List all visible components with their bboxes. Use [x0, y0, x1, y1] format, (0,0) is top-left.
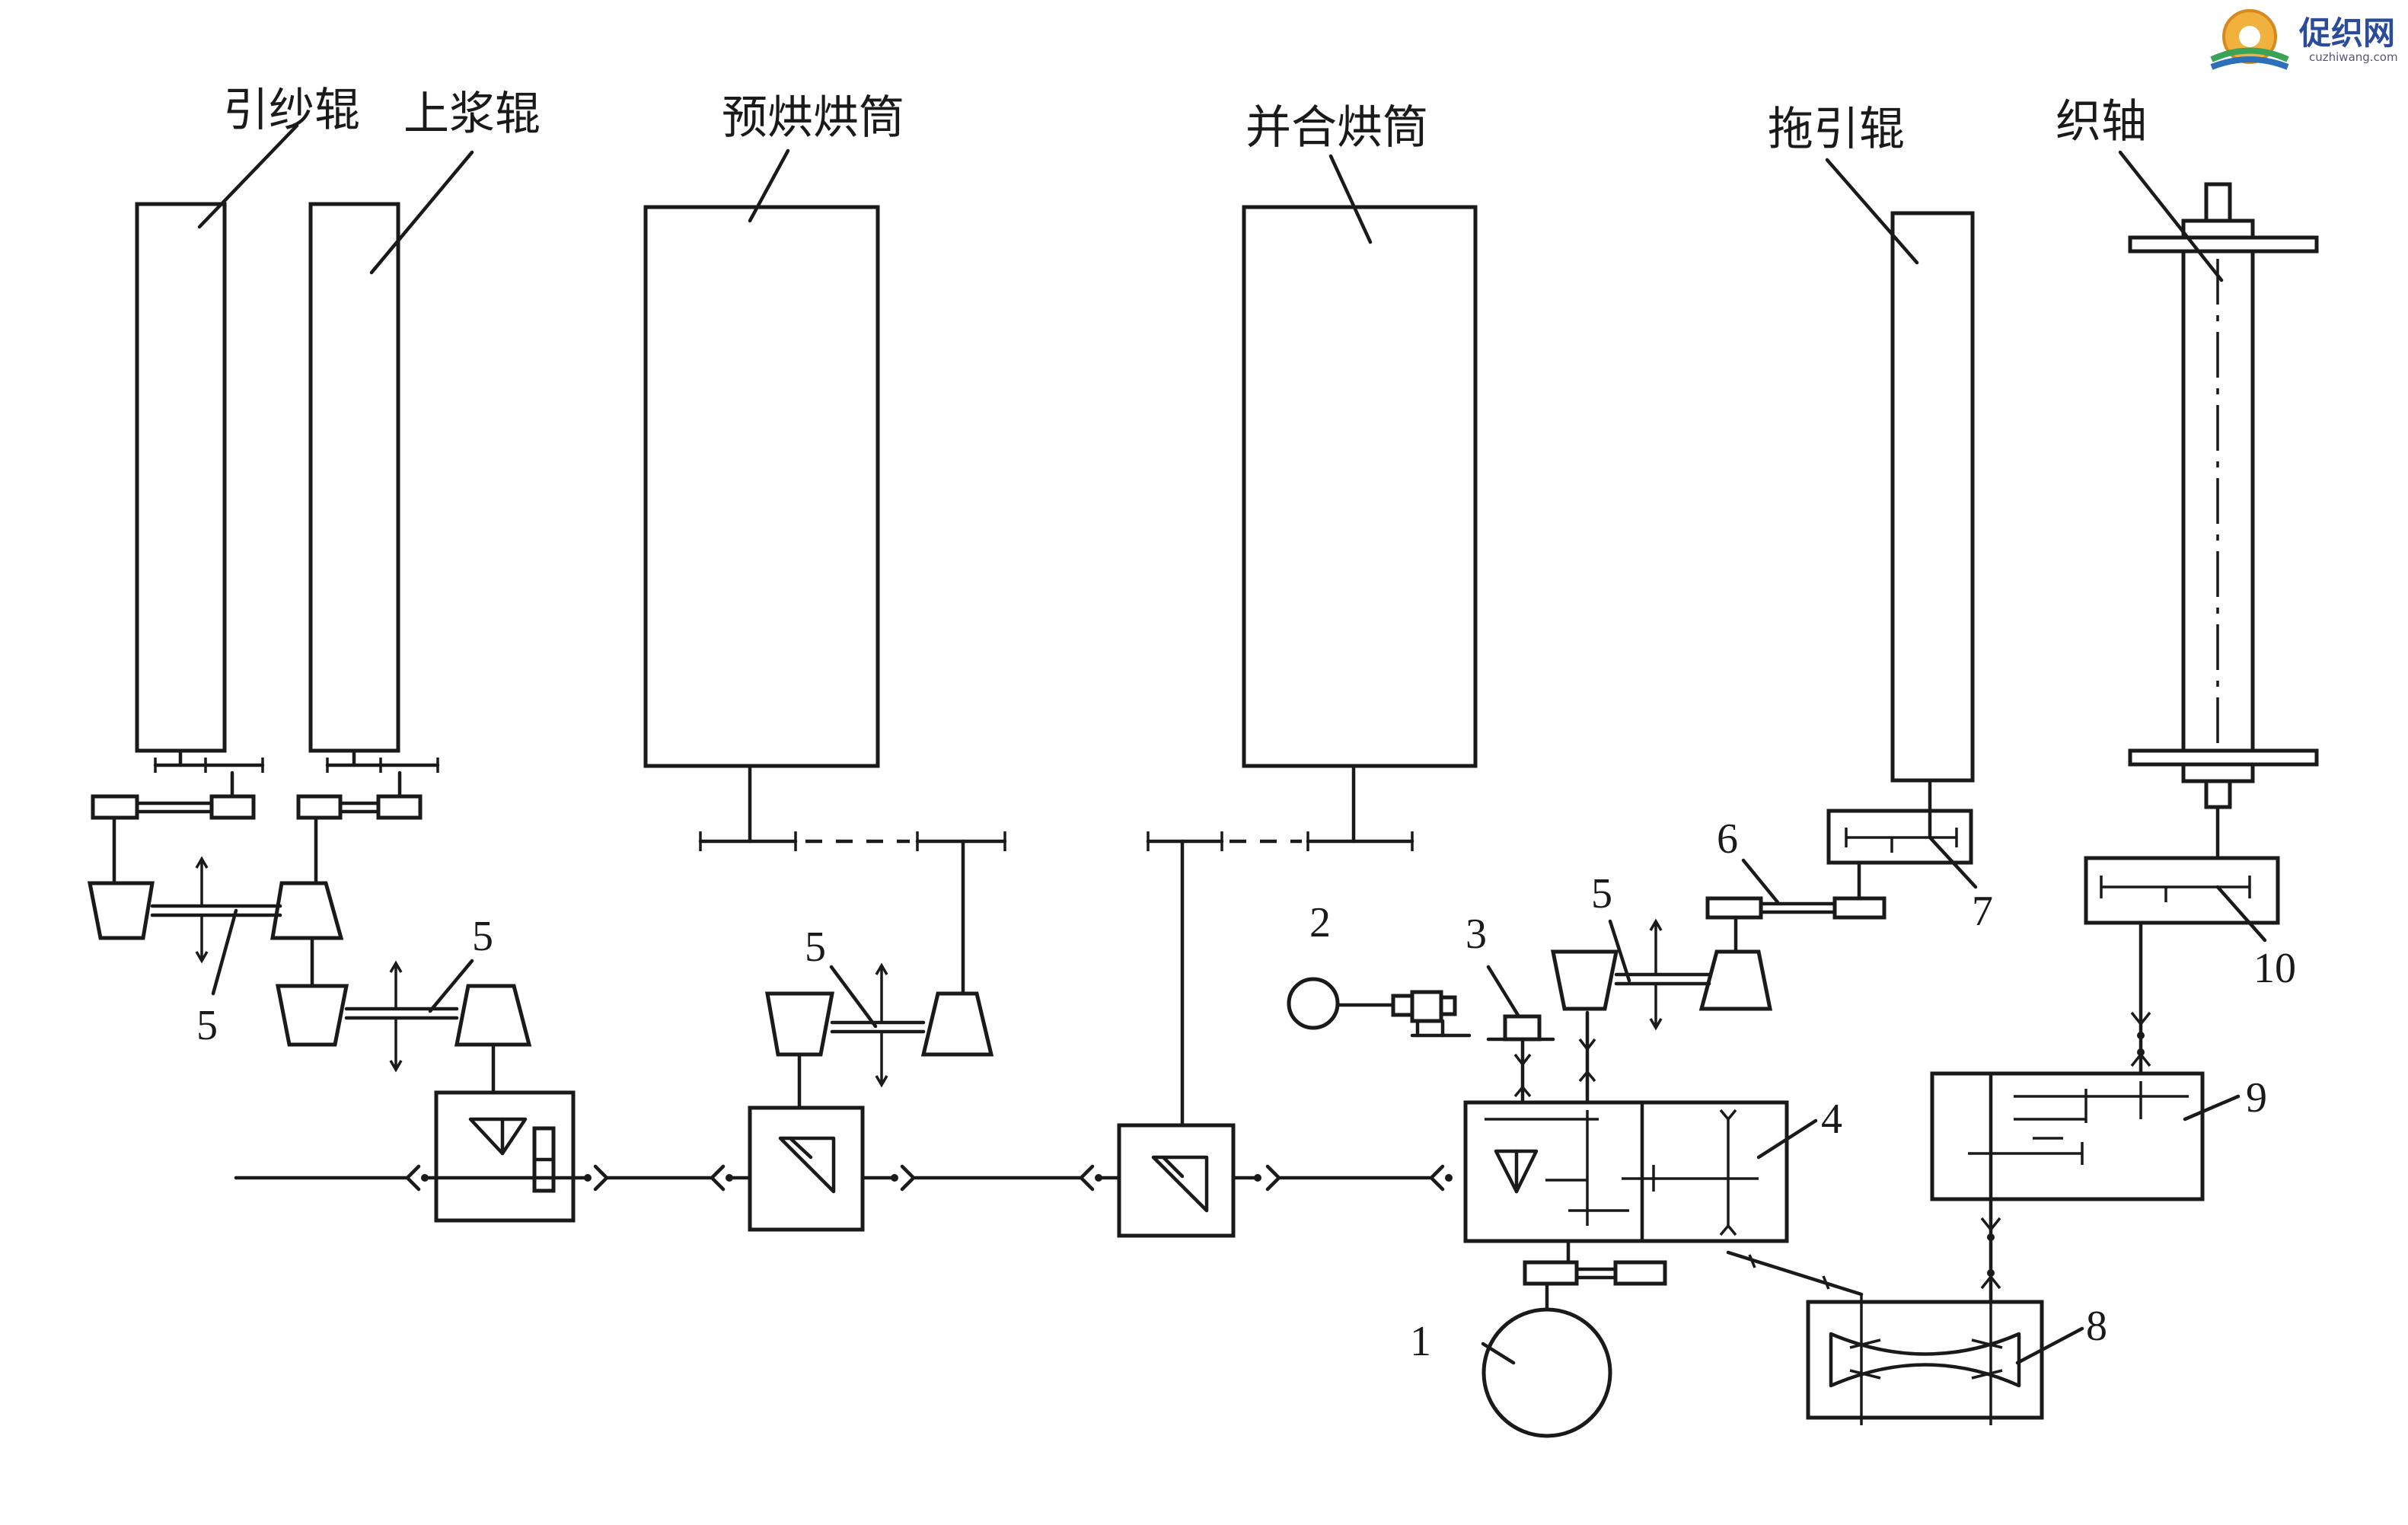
label-yinsha-roller: 引纱辊: [223, 84, 360, 137]
label-drag-roller: 拖引辊: [1768, 103, 1905, 156]
num-4: 4: [1821, 1096, 1842, 1143]
combined-drying-cylinder: 并合烘筒: [1242, 101, 1478, 768]
num-9: 9: [2246, 1074, 2267, 1121]
main-line-shaft: [234, 1164, 1453, 1192]
num-5-a: 5: [196, 1002, 218, 1049]
num-1: 1: [1410, 1318, 1431, 1365]
label-weaving-beam: 织轴: [2056, 95, 2147, 148]
pre-drying-drive: 5: [698, 764, 1007, 1232]
device-3: 3: [1466, 911, 1555, 1105]
num-8: 8: [2086, 1303, 2107, 1350]
logo-url: cuzhiwang.com: [2309, 50, 2398, 64]
weaving-beam: 织轴: [2056, 95, 2319, 809]
num-5-d: 5: [1591, 870, 1612, 917]
sizing-roller: 上浆辊: [308, 88, 541, 753]
num-3: 3: [1466, 911, 1487, 958]
num-5-c: 5: [805, 924, 826, 971]
logo: 促织网 cuzhiwang.com: [2210, 9, 2398, 70]
logo-gear-icon: [2210, 9, 2289, 70]
num-6: 6: [1717, 815, 1738, 863]
yinsha-roller: 引纱辊: [135, 84, 360, 753]
weaving-beam-drive: 10 9 8: [1726, 805, 2296, 1425]
main-gearbox-4: 4: [1463, 1096, 1842, 1243]
drag-roller-drive: 5 6 7: [1550, 778, 1993, 1105]
num-7: 7: [1972, 888, 1993, 935]
pre-drying-cylinder: 预烘烘筒: [643, 91, 904, 768]
small-motor-2: 2: [1287, 899, 1472, 1038]
combined-drying-drive: [1117, 764, 1415, 1238]
label-pre-drying-cylinder: 预烘烘筒: [722, 91, 904, 145]
left-drive-cluster: 5 5: [87, 748, 576, 1223]
main-motor-1: 1: [1410, 1239, 1667, 1438]
num-10: 10: [2253, 945, 2296, 992]
num-5-b: 5: [472, 913, 493, 960]
label-combined-drying-cylinder: 并合烘筒: [1245, 101, 1428, 155]
label-sizing-roller: 上浆辊: [403, 88, 541, 141]
logo-name: 促织网: [2298, 14, 2395, 52]
num-2: 2: [1309, 899, 1331, 946]
drag-roller: 拖引辊: [1768, 103, 1975, 783]
